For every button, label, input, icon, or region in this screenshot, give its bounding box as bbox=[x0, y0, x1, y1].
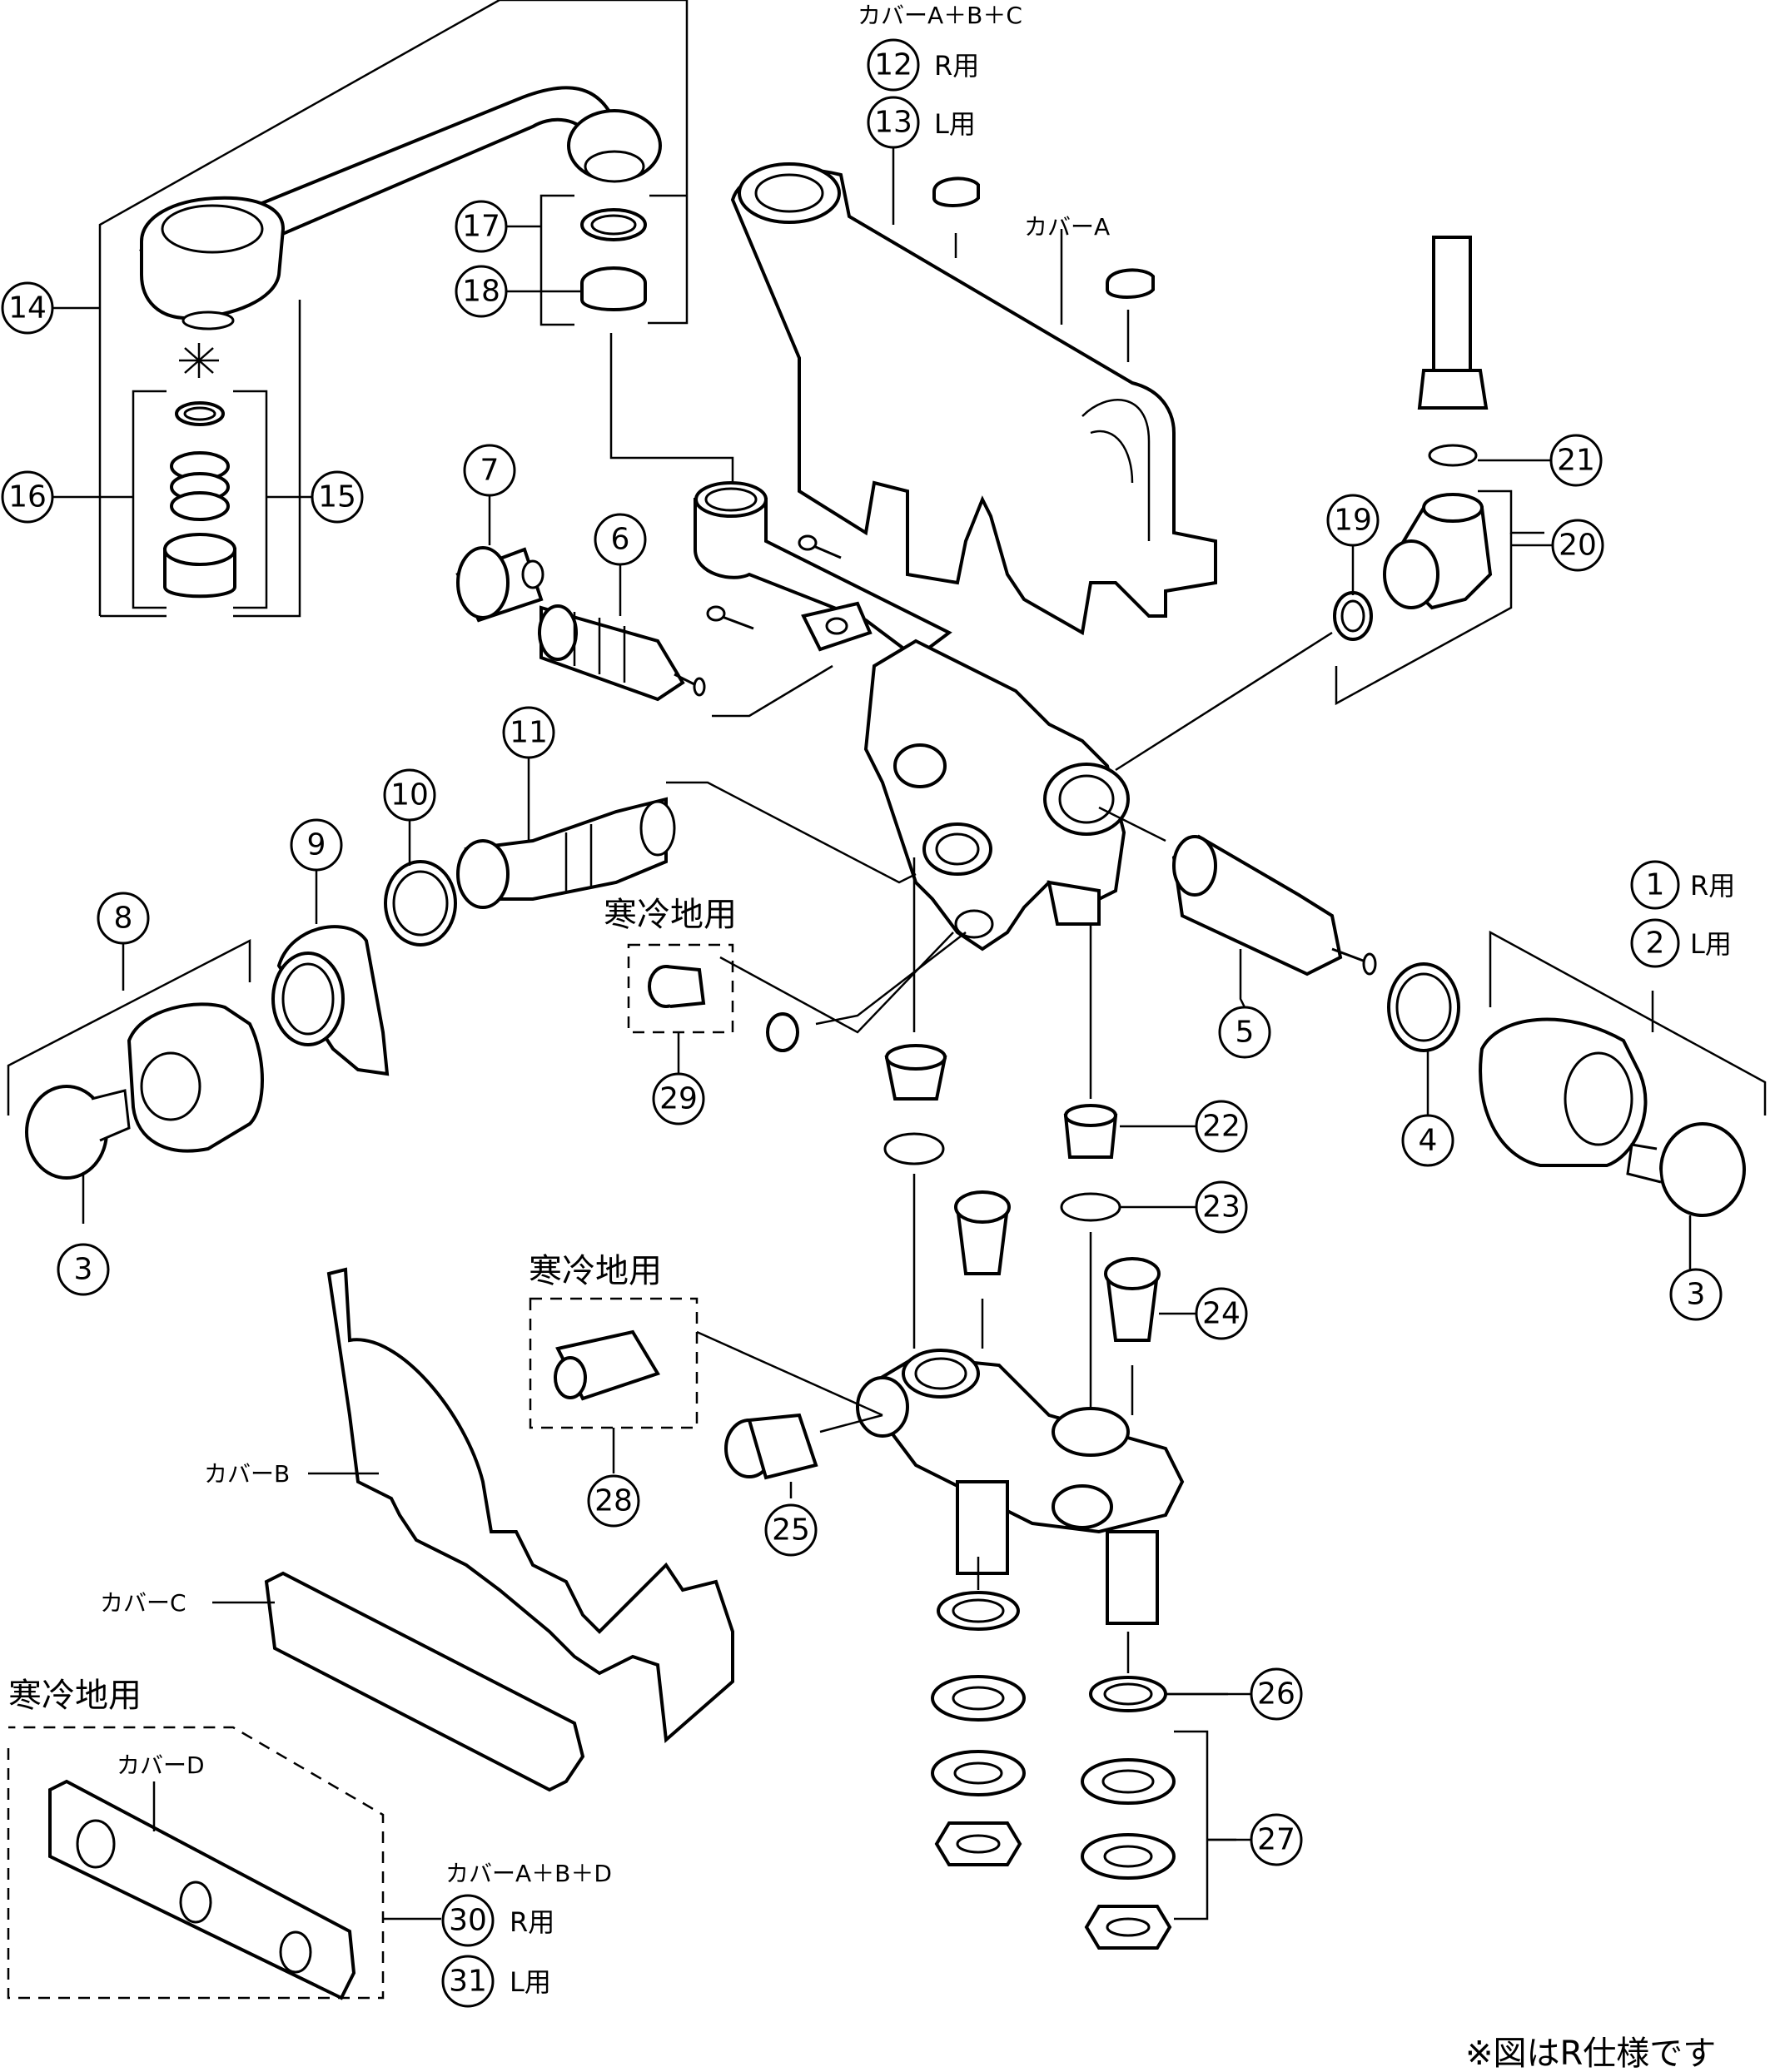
label-r-use-1: R用 bbox=[1690, 870, 1735, 902]
callout-27: 27 bbox=[1250, 1813, 1303, 1866]
callout-26: 26 bbox=[1250, 1667, 1303, 1721]
svg-text:4: 4 bbox=[1419, 1124, 1438, 1158]
svg-text:14: 14 bbox=[8, 291, 47, 325]
callout-19: 19 bbox=[1326, 494, 1380, 547]
svg-text:31: 31 bbox=[449, 1965, 487, 1999]
callout-16: 16 bbox=[1, 470, 54, 524]
svg-text:30: 30 bbox=[449, 1904, 487, 1938]
svg-text:19: 19 bbox=[1334, 504, 1372, 538]
check-valves bbox=[883, 1044, 1161, 1415]
svg-text:1: 1 bbox=[1646, 868, 1665, 902]
svg-text:16: 16 bbox=[8, 480, 47, 514]
label-cover-abd: カバーA＋B＋D bbox=[445, 1860, 612, 1887]
callout-21: 21 bbox=[1549, 434, 1603, 487]
callout-3-left: 3 bbox=[57, 1243, 110, 1296]
callout-7: 7 bbox=[463, 444, 516, 497]
svg-text:18: 18 bbox=[462, 275, 500, 309]
label-l-use-13: L用 bbox=[934, 108, 976, 140]
base-block bbox=[724, 1349, 1236, 1950]
label-r-use-30: R用 bbox=[510, 1906, 554, 1938]
svg-text:8: 8 bbox=[114, 902, 133, 936]
label-cover-b: カバーB bbox=[204, 1460, 290, 1488]
callout-8: 8 bbox=[97, 892, 150, 945]
cover-a bbox=[730, 142, 1217, 636]
callout-4: 4 bbox=[1401, 1114, 1454, 1167]
label-r-use-12: R用 bbox=[934, 50, 979, 82]
svg-text:23: 23 bbox=[1202, 1190, 1241, 1225]
cartridges bbox=[7, 546, 706, 1224]
callout-6: 6 bbox=[594, 513, 647, 566]
label-cover-abc: カバーA＋B＋C bbox=[858, 2, 1022, 29]
callout-24: 24 bbox=[1195, 1287, 1248, 1340]
svg-text:27: 27 bbox=[1257, 1823, 1295, 1857]
svg-text:28: 28 bbox=[594, 1484, 633, 1518]
svg-text:15: 15 bbox=[318, 480, 356, 514]
svg-text:13: 13 bbox=[874, 106, 912, 140]
svg-text:21: 21 bbox=[1557, 444, 1595, 478]
cover-d bbox=[7, 1726, 441, 2000]
label-cover-a: カバーA bbox=[1024, 213, 1110, 241]
svg-text:25: 25 bbox=[772, 1513, 810, 1548]
svg-text:20: 20 bbox=[1559, 529, 1597, 563]
callout-17: 17 bbox=[455, 200, 508, 253]
label-cold-cover-d: 寒冷地用 bbox=[8, 1677, 142, 1715]
callout-18: 18 bbox=[455, 265, 508, 318]
cover-b-c bbox=[212, 1267, 734, 1792]
callout-13: 13 bbox=[867, 96, 920, 149]
callout-2: 2 bbox=[1630, 918, 1680, 968]
cold-region-parts bbox=[529, 932, 954, 1473]
callout-23: 23 bbox=[1195, 1180, 1248, 1234]
svg-text:11: 11 bbox=[510, 716, 548, 750]
callout-28: 28 bbox=[587, 1474, 640, 1528]
label-note-r-spec: ※図はR仕様です bbox=[1465, 2035, 1716, 2072]
svg-text:7: 7 bbox=[480, 454, 500, 488]
callout-15: 15 bbox=[311, 470, 364, 524]
valve-body bbox=[666, 481, 1333, 1099]
label-cover-d: カバーD bbox=[117, 1752, 205, 1779]
callout-1: 1 bbox=[1630, 860, 1680, 910]
callout-31: 31 bbox=[441, 1955, 495, 2008]
svg-text:3: 3 bbox=[1687, 1278, 1706, 1312]
callout-5: 5 bbox=[1218, 1006, 1271, 1059]
callout-3-right: 3 bbox=[1669, 1268, 1723, 1321]
svg-text:29: 29 bbox=[659, 1082, 698, 1116]
callout-29: 29 bbox=[652, 1072, 705, 1125]
label-l-use-2: L用 bbox=[1690, 928, 1732, 960]
callout-14: 14 bbox=[1, 281, 54, 335]
label-cold-29: 寒冷地用 bbox=[604, 896, 737, 934]
svg-text:24: 24 bbox=[1202, 1297, 1241, 1331]
callout-30: 30 bbox=[441, 1894, 495, 1947]
callout-20: 20 bbox=[1551, 519, 1604, 572]
label-cold-28: 寒冷地用 bbox=[529, 1252, 662, 1290]
callout-12: 12 bbox=[867, 38, 920, 92]
right-side-parts bbox=[1171, 236, 1767, 1274]
svg-text:5: 5 bbox=[1236, 1016, 1255, 1050]
callout-11: 11 bbox=[502, 706, 555, 759]
svg-text:22: 22 bbox=[1202, 1110, 1241, 1144]
label-cover-c: カバーC bbox=[100, 1589, 186, 1617]
svg-text:26: 26 bbox=[1257, 1677, 1295, 1712]
label-l-use-31: L用 bbox=[510, 1966, 551, 1998]
svg-text:17: 17 bbox=[462, 210, 500, 244]
svg-text:2: 2 bbox=[1646, 927, 1665, 961]
callout-9: 9 bbox=[290, 818, 343, 872]
svg-text:9: 9 bbox=[307, 828, 326, 862]
svg-text:3: 3 bbox=[74, 1253, 93, 1287]
svg-text:10: 10 bbox=[390, 778, 429, 812]
callout-25: 25 bbox=[764, 1503, 818, 1557]
callout-22: 22 bbox=[1195, 1100, 1248, 1153]
svg-text:12: 12 bbox=[874, 48, 912, 82]
spout-assembly bbox=[98, 0, 734, 618]
svg-text:6: 6 bbox=[611, 523, 630, 557]
callout-10: 10 bbox=[383, 768, 436, 822]
